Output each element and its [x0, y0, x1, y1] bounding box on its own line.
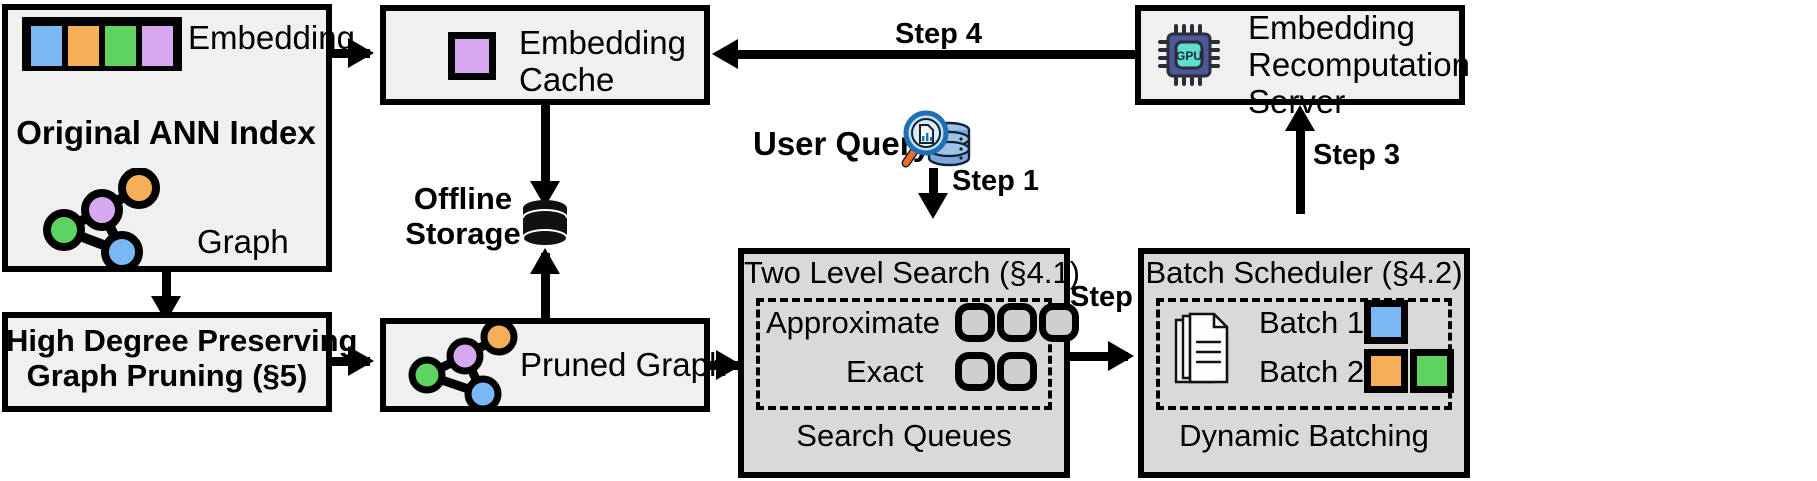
arrow-ann-to-pruning-shaft — [162, 272, 171, 308]
pruned-graph-icon — [403, 323, 533, 411]
exact-queue-slot-2 — [997, 352, 1037, 391]
arrow-step3-shaft — [1296, 120, 1305, 214]
search-database-icon — [897, 106, 975, 176]
offline-storage-label: Offline Storage — [405, 181, 521, 251]
embedding-cache-label: Embedding Cache — [519, 24, 686, 98]
arrow-step4-shaft — [722, 50, 1135, 59]
batch-2-label: Batch 2 — [1259, 354, 1365, 389]
embedding-swatch-bar — [22, 17, 182, 71]
arrow-pruned-to-storage-head — [530, 248, 560, 274]
step1-label: Step 1 — [952, 165, 1040, 197]
recomputation-server-label: Embedding Recomputation Server — [1248, 9, 1470, 120]
search-queues-footer: Search Queues — [796, 418, 1012, 453]
graph-label: Graph — [197, 223, 289, 260]
embedding-label: Embedding — [188, 19, 355, 56]
database-cylinder-icon — [516, 198, 574, 256]
arrow-cache-to-storage-shaft — [541, 105, 550, 193]
batch-1-swatch-blue — [1364, 300, 1408, 344]
embedding-swatch-purple — [139, 23, 176, 69]
dynamic-batching-footer: Dynamic Batching — [1179, 418, 1429, 453]
step4-label: Step 4 — [895, 18, 983, 50]
svg-text:GPU: GPU — [1176, 49, 1202, 63]
arrow-pruned-to-search-head — [716, 350, 742, 380]
two-level-search-title: Two Level Search (§4.1) — [744, 255, 1081, 290]
approximate-queue-slot-1 — [955, 303, 995, 342]
arrow-step2-shaft — [1070, 352, 1128, 361]
pruned-graph-label: Pruned Graph — [520, 346, 728, 383]
embedding-swatch-orange — [65, 23, 102, 69]
search-queues-dashed-region — [756, 298, 1052, 410]
exact-queue-slot-1 — [955, 352, 995, 391]
batch-2-swatch-green — [1410, 349, 1454, 393]
embedding-cache-box — [380, 5, 710, 105]
arrow-step4-head — [712, 39, 738, 69]
embedding-recomputation-server-box — [1135, 5, 1465, 105]
approximate-queue-slot-2 — [997, 303, 1037, 342]
arrow-step1-head — [918, 193, 948, 219]
approximate-queue-slot-3 — [1039, 303, 1079, 342]
original-ann-index-title: Original ANN Index — [16, 114, 316, 151]
arrow-pruning-to-pruned-head — [348, 346, 374, 376]
embedding-swatch-green — [102, 23, 139, 69]
batch-scheduler-title: Batch Scheduler (§4.2) — [1145, 255, 1463, 290]
arrow-step2-head — [1108, 341, 1134, 371]
arrow-ann-to-cache-head — [348, 38, 374, 68]
arrow-pruned-to-storage-shaft — [541, 253, 550, 319]
batch-2-swatch-orange — [1364, 349, 1408, 393]
batch-1-label: Batch 1 — [1259, 305, 1365, 340]
graph-pruning-label: High Degree Preserving Graph Pruning (§5… — [6, 323, 358, 393]
embedding-swatch-blue — [28, 23, 65, 69]
gpu-chip-icon: GPU — [1158, 24, 1220, 86]
exact-row-label: Exact — [846, 354, 924, 389]
approximate-row-label: Approximate — [766, 305, 941, 340]
step3-label: Step 3 — [1313, 139, 1401, 171]
documents-stack-icon — [1170, 312, 1232, 390]
ann-index-graph-icon — [36, 168, 176, 268]
embedding-cache-swatch — [448, 32, 496, 80]
graph-pruning-box — [2, 312, 332, 412]
arrow-step3-head — [1285, 105, 1315, 131]
arrow-step1-shaft — [929, 168, 938, 208]
